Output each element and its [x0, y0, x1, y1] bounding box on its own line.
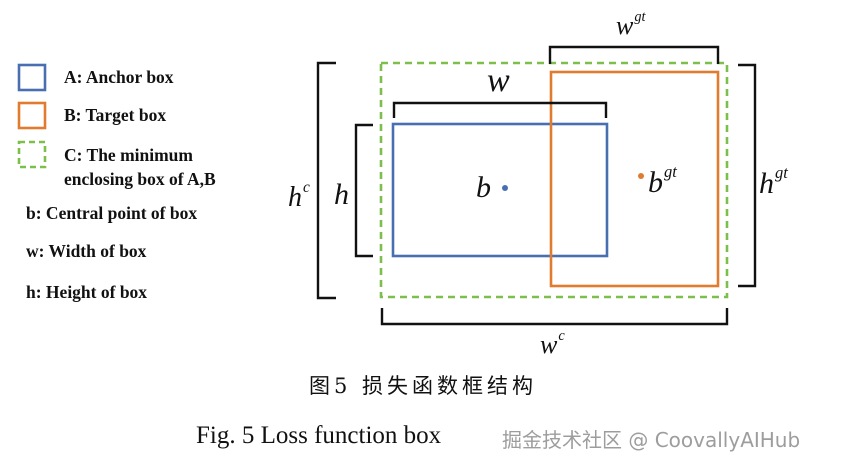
label-w-gt: wgt	[616, 9, 646, 40]
label-h-c: hc	[288, 179, 310, 213]
target-center-point	[638, 173, 644, 179]
legend-label-target: B: Target box	[64, 105, 167, 125]
definition-h: h: Height of box	[26, 282, 148, 302]
legend-swatch-target	[17, 101, 47, 130]
bracket-h-gt	[738, 63, 757, 288]
label-b-gt: bgt	[648, 162, 677, 199]
target-box-b	[549, 70, 720, 288]
label-w: w	[487, 62, 510, 99]
caption-english: Fig. 5 Loss function box	[196, 422, 442, 449]
label-h: h	[334, 178, 349, 211]
legend-label-enclosing-line2: enclosing box of A,B	[64, 169, 216, 189]
bracket-w-c	[380, 308, 729, 326]
label-b: b	[476, 171, 491, 204]
definition-b: b: Central point of box	[26, 203, 198, 223]
legend-label-enclosing-line1: C: The minimum	[64, 145, 193, 165]
caption-chinese: 图5 损失函数框结构	[308, 374, 538, 398]
anchor-center-point	[502, 185, 508, 191]
bracket-h-c	[316, 61, 336, 300]
bracket-w-gt	[548, 45, 720, 64]
anchor-box-a	[391, 122, 609, 258]
definition-w: w: Width of box	[26, 241, 147, 261]
legend-swatch-anchor	[17, 63, 47, 92]
label-w-c: wc	[540, 328, 565, 359]
label-h-gt: hgt	[759, 163, 788, 200]
legend-label-anchor: A: Anchor box	[64, 67, 174, 87]
bracket-h	[354, 123, 373, 258]
watermark: 掘金技术社区 @ CoovallyAIHub	[502, 428, 801, 452]
bracket-w	[392, 101, 608, 118]
enclosing-box-c	[379, 61, 729, 299]
legend-swatch-enclosing	[17, 140, 47, 169]
